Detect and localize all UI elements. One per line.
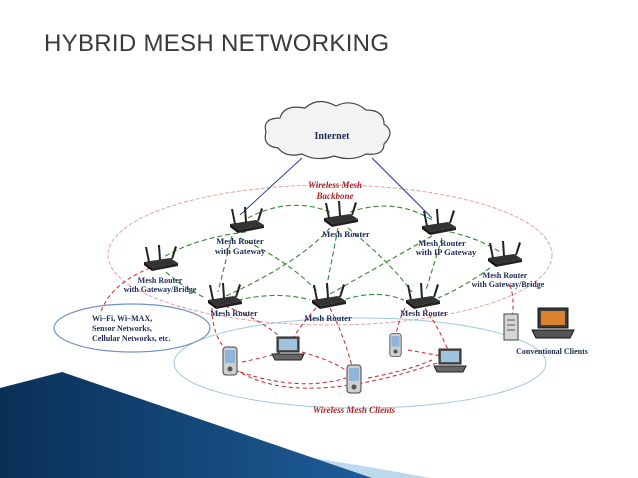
conventional-laptop-icon xyxy=(531,307,575,339)
internet-label: Internet xyxy=(315,131,351,142)
server-tower-icon xyxy=(503,313,519,341)
pda-client-icon-1 xyxy=(222,346,238,376)
router-ip-label-1: Mesh Router xyxy=(418,238,466,248)
clients-ellipse xyxy=(173,317,547,409)
internet-cloud: Internet xyxy=(264,100,391,160)
router-gateway-label-1: Mesh Router xyxy=(216,236,264,246)
router-right-bridge-label-2: with Gateway/Bridge xyxy=(472,280,545,289)
conventional-clients-label: Conventional Clients xyxy=(516,347,588,356)
laptop-client-icon-1 xyxy=(271,336,305,361)
router-gateway-label-2: with Gateway xyxy=(215,246,266,256)
link-internet-gateway xyxy=(239,157,303,216)
backbone-label-line2: Backbone xyxy=(316,191,354,201)
slide-title: HYBRID MESH NETWORKING xyxy=(44,30,390,57)
router-right-bridge-icon xyxy=(488,241,522,267)
mesh-clients-label: Wireless Mesh Clients xyxy=(313,405,396,415)
router-left-bridge-icon xyxy=(144,245,178,271)
router-low-left-label: Mesh Router xyxy=(210,308,258,318)
pda-client-icon-2 xyxy=(346,364,362,394)
router-top-icon xyxy=(324,201,358,227)
other-networks-ellipse xyxy=(53,303,211,353)
router-low-mid-label: Mesh Router xyxy=(304,313,352,323)
router-gateway-icon xyxy=(230,207,264,233)
other-networks-line3: Cellular Networks, etc. xyxy=(92,334,171,343)
router-ip-label-2: with IP Gateway xyxy=(416,247,477,257)
router-low-right-label: Mesh Router xyxy=(400,308,448,318)
corner-swoosh-dark xyxy=(0,372,372,478)
backbone-label-line1: Wireless Mesh xyxy=(308,180,362,190)
backbone-ellipse xyxy=(107,184,553,326)
phone-client-icon xyxy=(389,333,402,357)
link-internet-ipgateway xyxy=(371,157,433,219)
laptop-client-icon-2 xyxy=(433,348,467,373)
router-top-label: Mesh Router xyxy=(322,229,370,239)
other-networks-line2: Sensor Networks, xyxy=(92,324,152,333)
router-low-mid-icon xyxy=(312,283,346,309)
router-low-right-icon xyxy=(406,283,440,309)
router-left-bridge-label-1: Mesh Router xyxy=(138,276,183,285)
router-left-bridge-label-2: with Gateway/Bridge xyxy=(124,285,197,294)
other-networks-line1: Wi–Fi, Wi–MAX, xyxy=(92,314,152,323)
router-right-bridge-label-1: Mesh Router xyxy=(483,271,528,280)
router-low-left-icon xyxy=(208,283,242,309)
